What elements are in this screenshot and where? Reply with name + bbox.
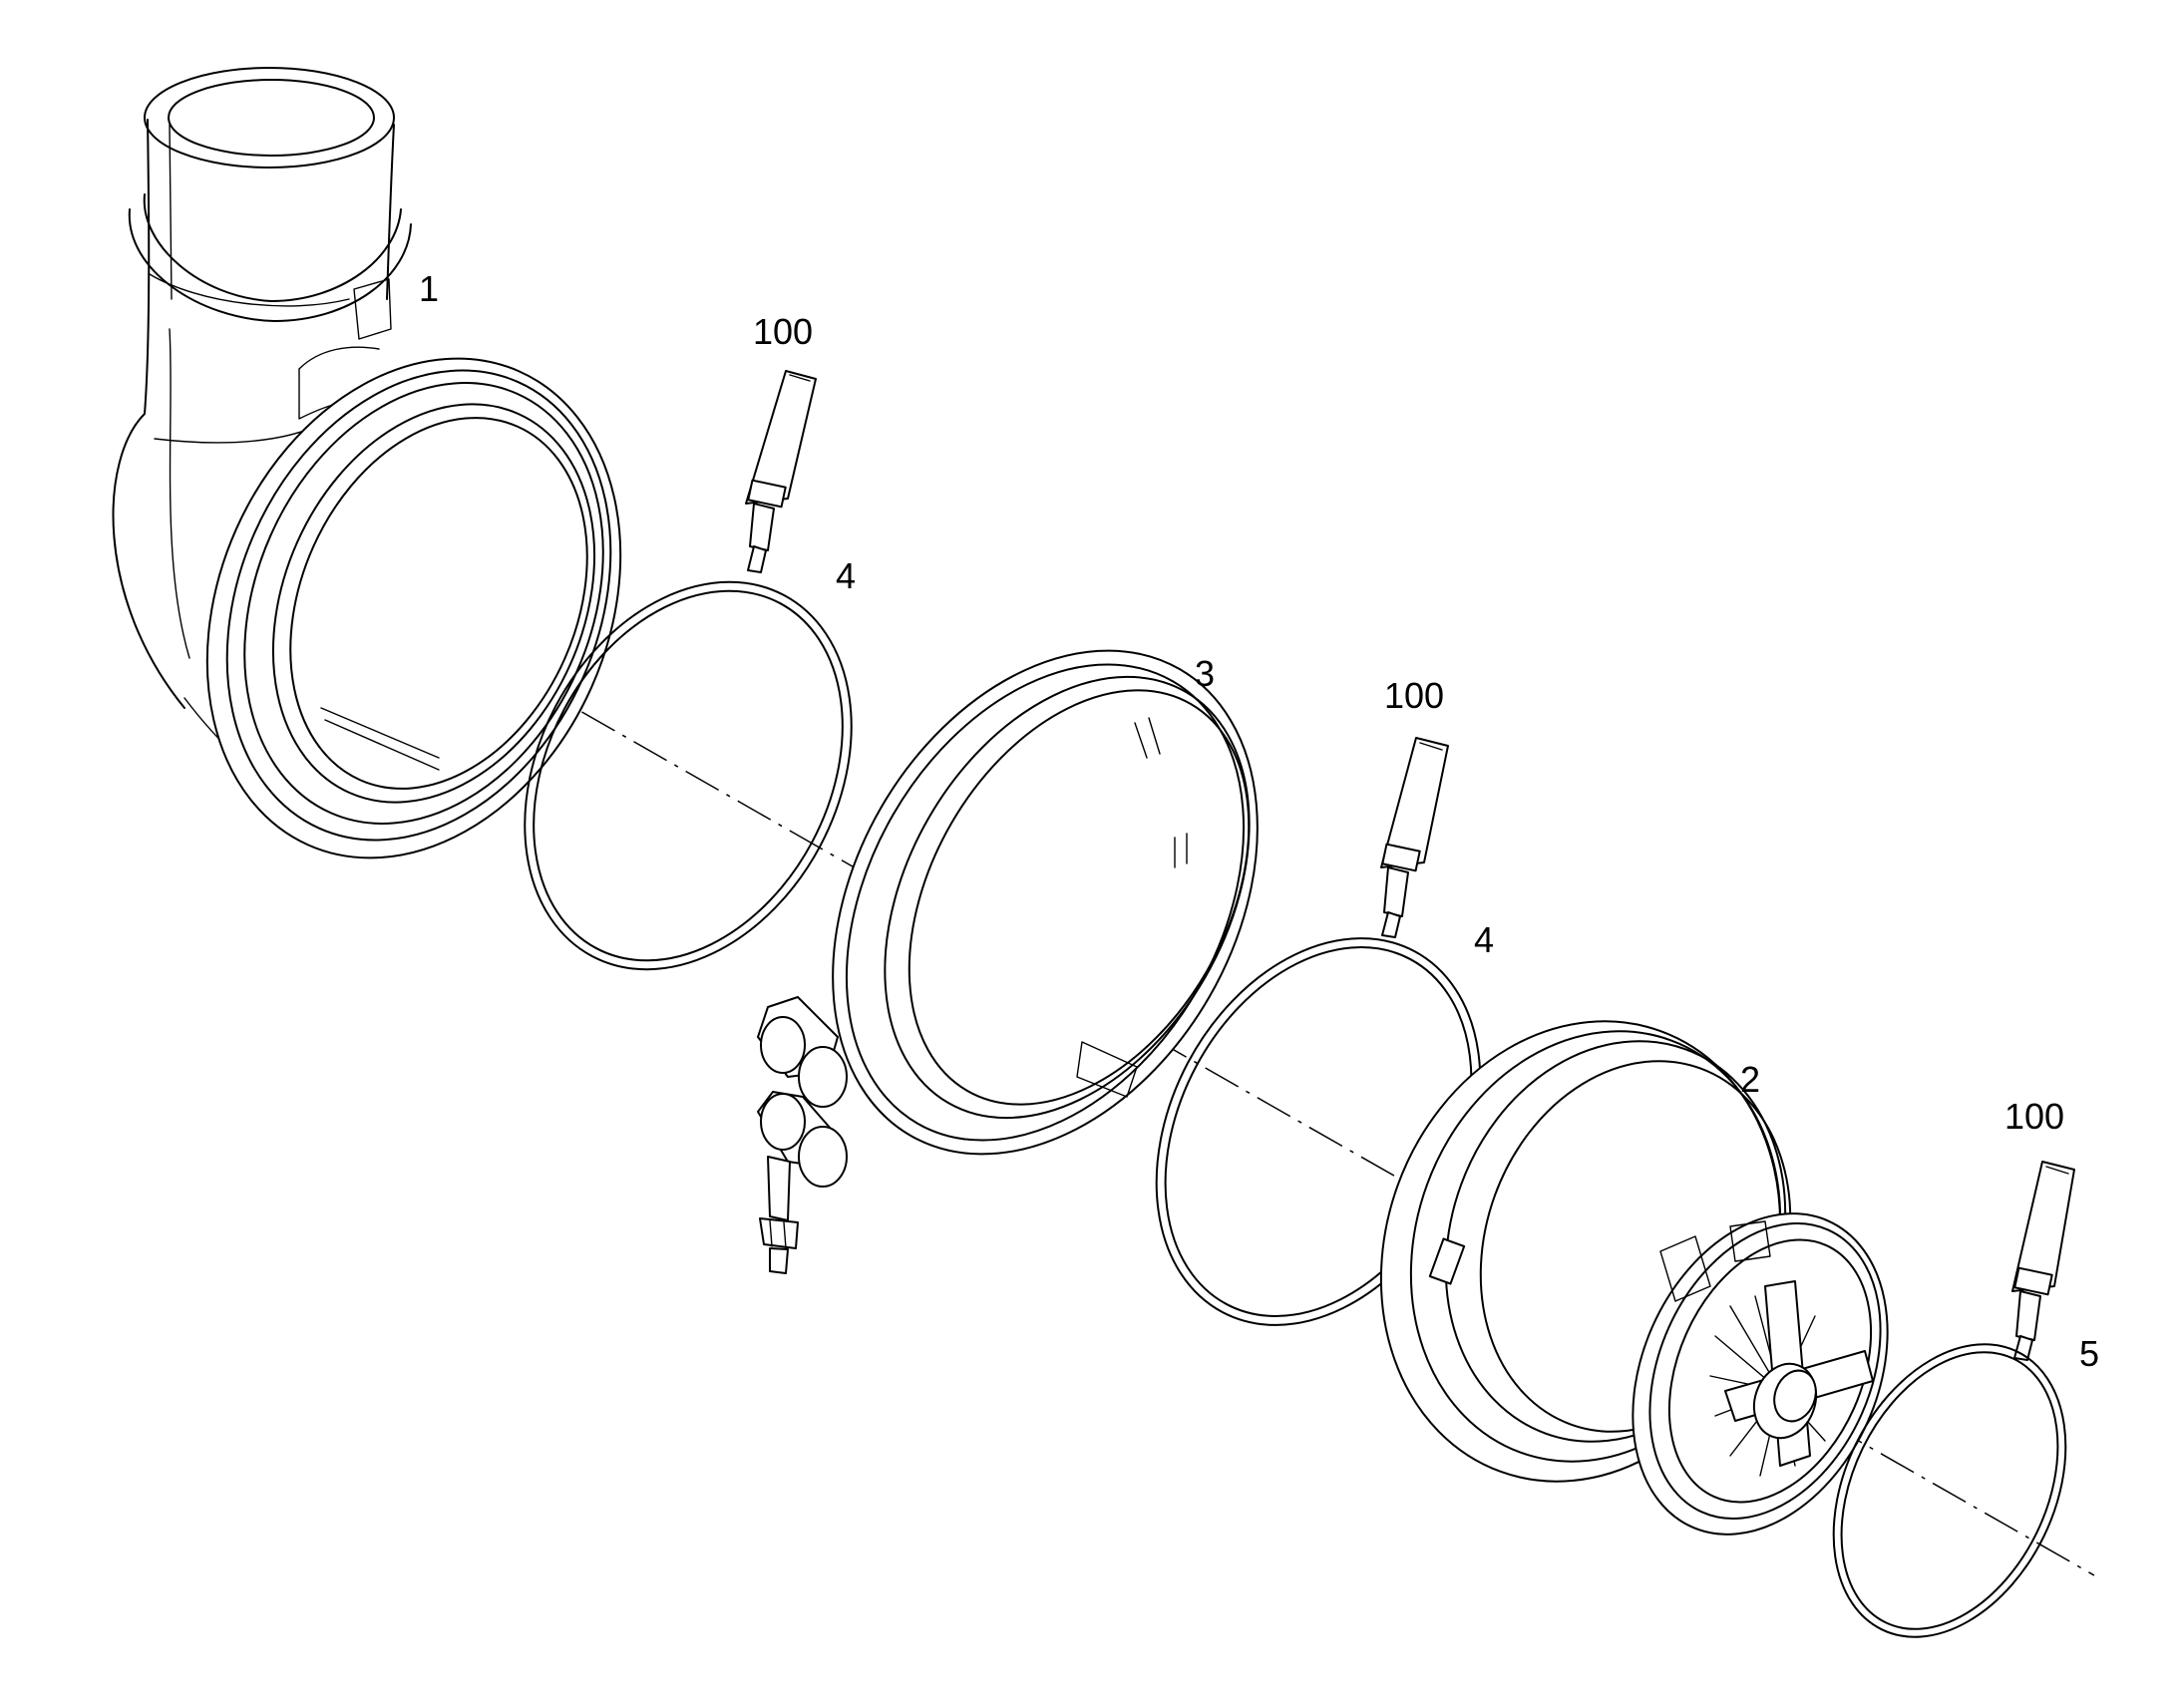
callout-o-ring-upper: 4 [836, 555, 856, 596]
part-ring-small[interactable] [1788, 1306, 2112, 1676]
callout-housing: 1 [419, 268, 439, 309]
callout-compound-c: 100 [2004, 1096, 2064, 1137]
compound-tube-c[interactable] [2011, 1161, 2075, 1361]
callout-compound-a: 100 [753, 311, 813, 352]
callout-o-ring-middle: 4 [1474, 919, 1494, 960]
part-cartridge[interactable] [1317, 964, 1936, 1574]
callout-cartridge: 2 [1740, 1059, 1760, 1100]
callout-compound-b: 100 [1384, 675, 1444, 716]
part-housing[interactable] [112, 67, 697, 924]
part-v-clamp[interactable] [746, 574, 1343, 1274]
compound-tube-b[interactable] [1380, 737, 1449, 938]
part-o-ring-upper[interactable] [460, 525, 915, 1027]
callout-ring-small: 5 [2079, 1333, 2099, 1374]
callout-v-clamp: 3 [1195, 653, 1215, 694]
compound-tube-a[interactable] [745, 370, 817, 573]
